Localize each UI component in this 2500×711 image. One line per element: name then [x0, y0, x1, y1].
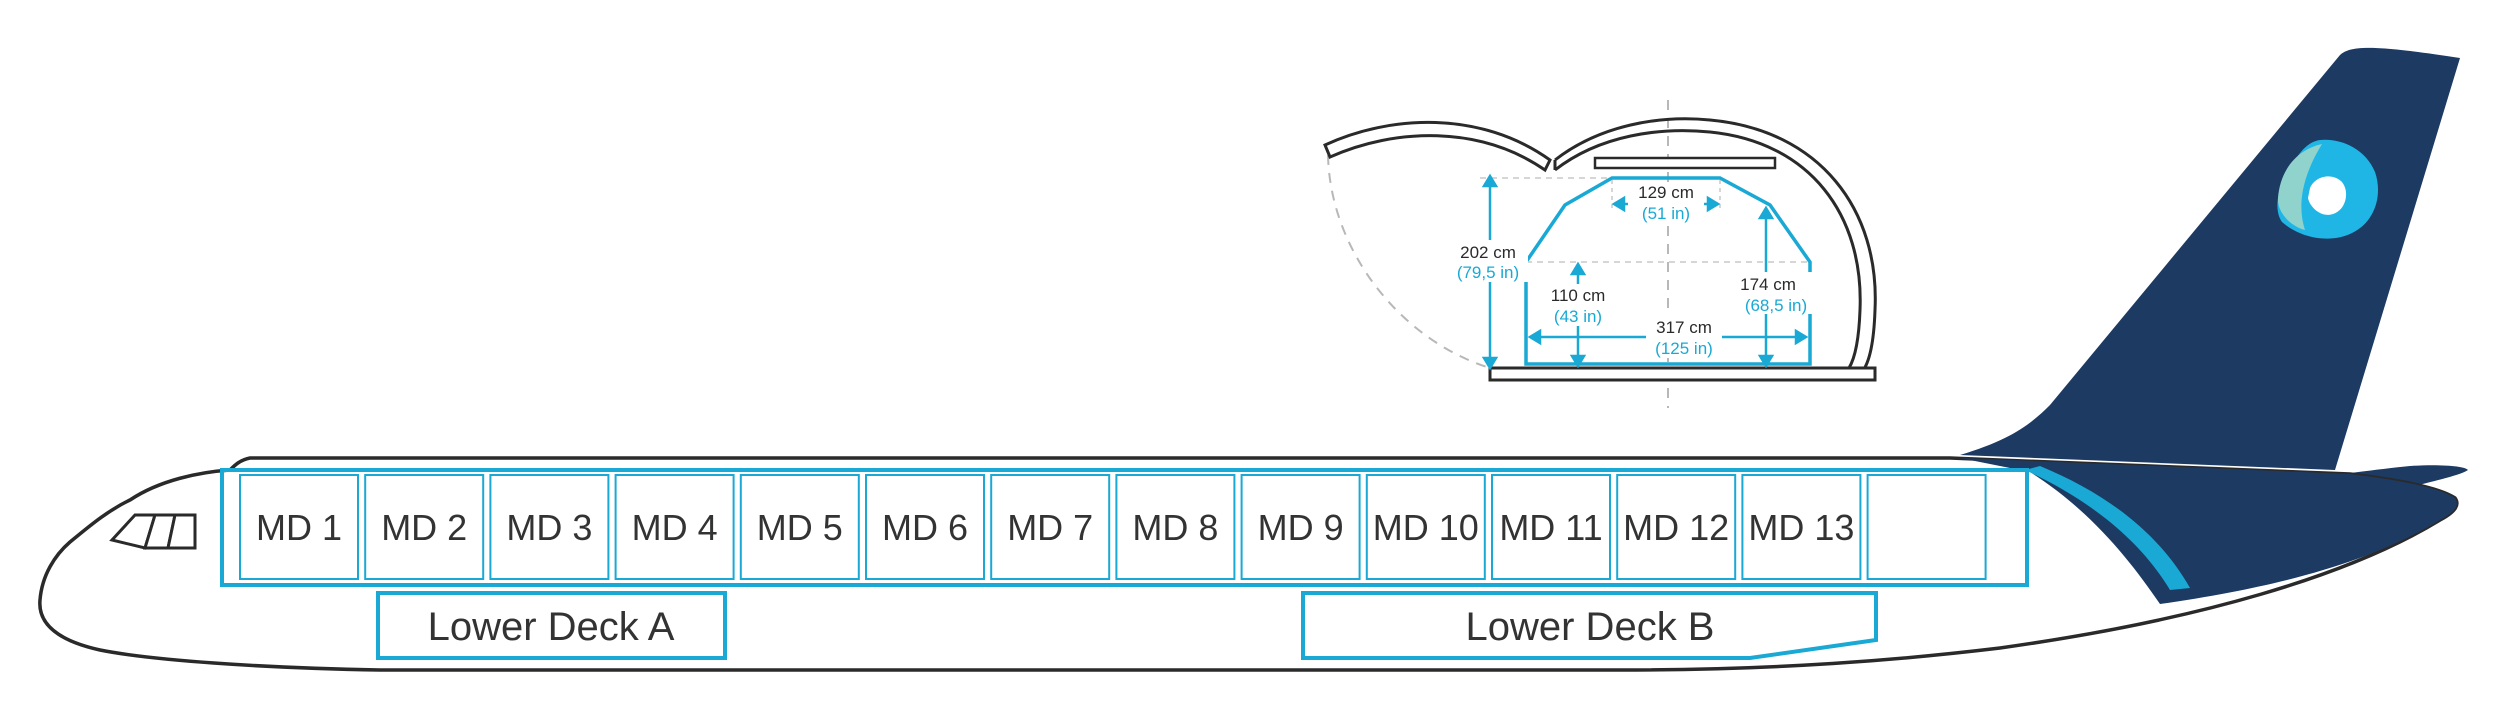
main-deck-position-box[interactable] — [1115, 474, 1236, 580]
main-deck-position-label: MD 3 — [506, 507, 592, 548]
side-height-in-label: (43 in) — [1554, 307, 1602, 326]
main-deck-position-box[interactable] — [364, 474, 485, 580]
main-deck-position-label: MD 7 — [1007, 507, 1093, 548]
main-deck-position-box[interactable] — [739, 474, 860, 580]
height-cm-label: 202 cm — [1460, 243, 1516, 262]
main-deck-position-label: MD 9 — [1258, 507, 1344, 548]
main-deck-position-label: MD 13 — [1748, 507, 1854, 548]
width-cm-label: 317 cm — [1656, 318, 1712, 337]
cross-section-diagram: 202 cm (79,5 in) 129 cm (51 in) 110 cm (… — [1323, 100, 1877, 408]
main-deck-container — [220, 468, 2029, 587]
width-in-label: (125 in) — [1655, 339, 1713, 358]
main-deck-position-label: MD 12 — [1623, 507, 1729, 548]
main-deck-position-label: MD 2 — [381, 507, 467, 548]
main-deck-position-box[interactable] — [1741, 474, 1862, 580]
cockpit-windows — [109, 513, 197, 550]
side-height-cm-label: 110 cm — [1551, 286, 1606, 305]
airline-logo-icon — [2277, 139, 2379, 239]
main-deck-position-box[interactable] — [1240, 474, 1361, 580]
main-deck-position-box[interactable] — [990, 474, 1111, 580]
lower-deck-b-box[interactable] — [1301, 591, 1878, 660]
main-deck-position-box[interactable] — [1616, 474, 1737, 580]
lower-deck-a-box[interactable] — [376, 591, 727, 660]
top-width-in-label: (51 in) — [1642, 204, 1690, 223]
main-deck-position-label: MD 6 — [882, 507, 968, 548]
main-deck-position-label: MD 1 — [256, 507, 342, 548]
main-deck-position-label: MD 11 — [1499, 507, 1602, 548]
wall-height-in-label: (68,5 in) — [1745, 296, 1807, 315]
main-deck-position-box[interactable] — [865, 474, 985, 580]
main-deck-position-box[interactable] — [489, 474, 610, 580]
lower-deck-b-label: Lower Deck B — [1466, 605, 1715, 649]
height-in-label: (79,5 in) — [1457, 263, 1519, 282]
main-deck-positions: MD 1 MD 2 MD 3 MD 4 MD 5 MD 6 MD 7 MD 8 MD 9 MD 1… — [239, 474, 1987, 580]
main-deck-position-label: MD 5 — [757, 507, 843, 548]
main-deck-position-label: MD 10 — [1373, 507, 1479, 548]
main-deck-position-box[interactable] — [1491, 474, 1611, 580]
main-deck-position-box[interactable] — [1365, 474, 1486, 580]
main-deck-position-box[interactable] — [1866, 474, 1987, 580]
tail-fin — [1960, 47, 2460, 470]
main-deck-position-label: MD 8 — [1132, 507, 1218, 548]
main-deck-position-label: MD 4 — [632, 507, 718, 548]
wall-height-cm-label: 174 cm — [1740, 275, 1796, 294]
main-deck-position-box[interactable] — [239, 474, 359, 580]
main-deck-position-box[interactable] — [614, 474, 735, 580]
top-width-cm-label: 129 cm — [1638, 183, 1694, 202]
lower-deck-a-label: Lower Deck A — [428, 605, 675, 649]
tail-accent-stripe — [2025, 466, 2190, 590]
